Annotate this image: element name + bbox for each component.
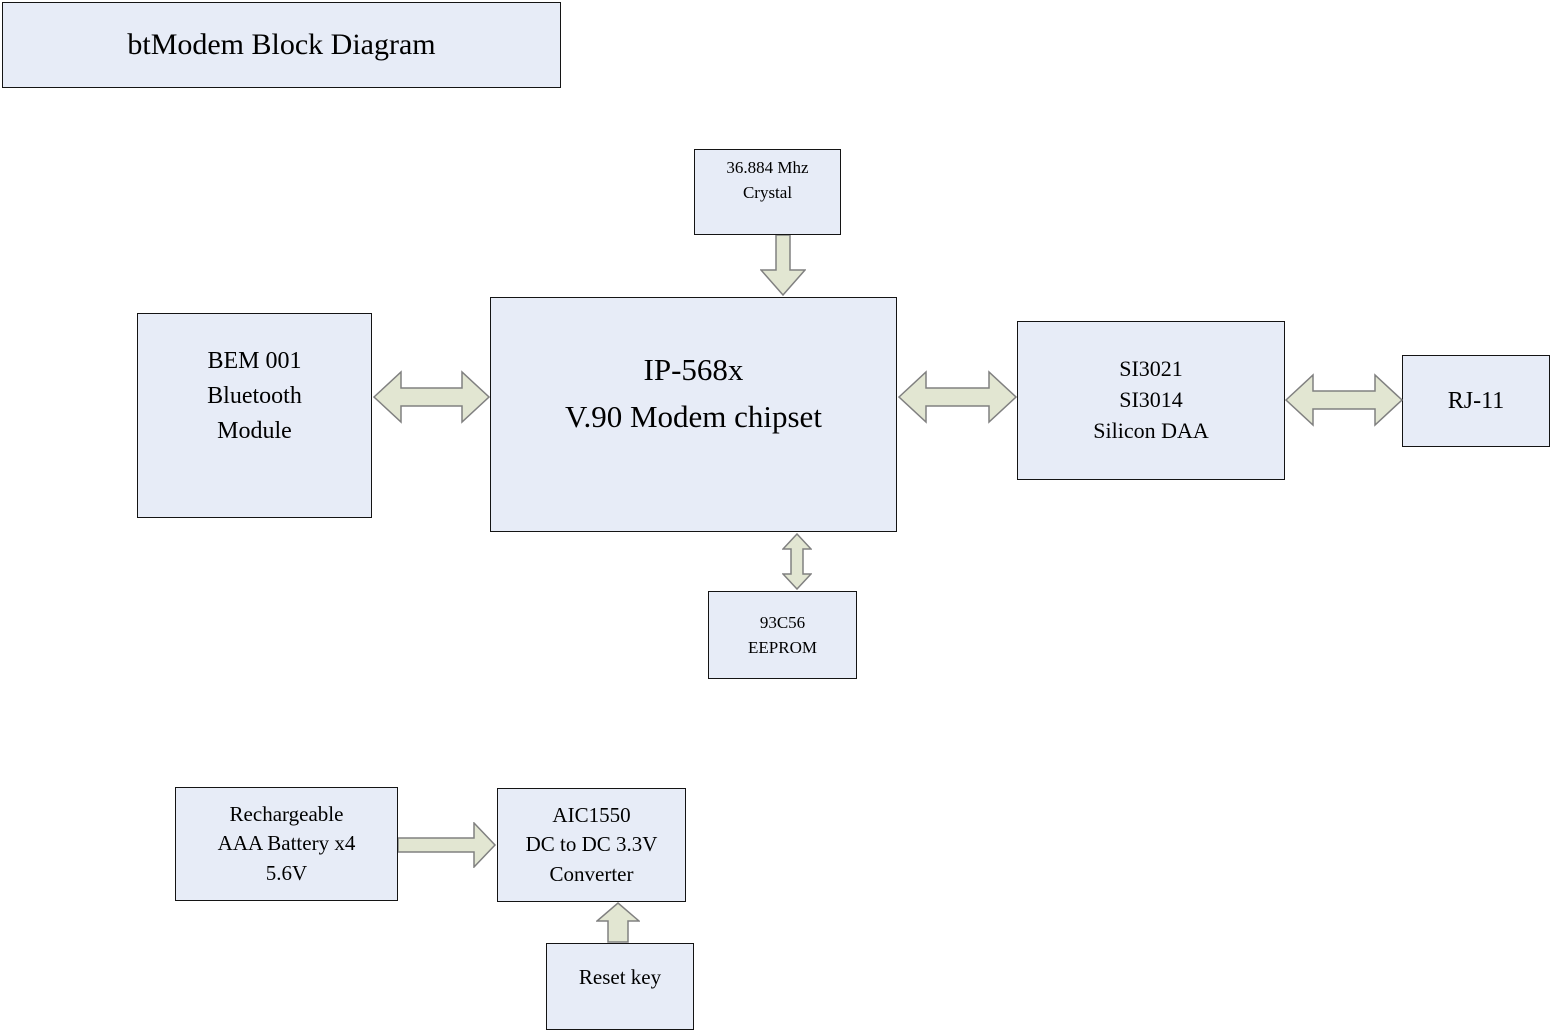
arrow-double-daa-rj11-icon — [1285, 373, 1403, 427]
node-crystal-label: 36.884 Mhz Crystal — [726, 158, 809, 202]
node-eeprom-label: 93C56 EEPROM — [748, 612, 817, 658]
node-bluetooth-module-label: BEM 001 Bluetooth Module — [207, 348, 302, 444]
node-modem-chipset: IP-568x V.90 Modem chipset — [490, 297, 897, 532]
node-bluetooth-module: BEM 001 Bluetooth Module — [137, 313, 372, 518]
node-reset-key-label: Reset key — [578, 965, 662, 990]
node-battery: Rechargeable AAA Battery x4 5.6V — [175, 787, 398, 901]
arrow-up-reset-to-converter-icon — [596, 902, 640, 943]
node-dc-converter: AIC1550 DC to DC 3.3V Converter — [497, 788, 686, 902]
node-battery-label: Rechargeable AAA Battery x4 5.6V — [217, 801, 356, 885]
node-eeprom: 93C56 EEPROM — [708, 591, 857, 679]
diagram-title-box: btModem Block Diagram — [2, 2, 561, 88]
node-reset-key: Reset key — [546, 943, 694, 1030]
node-silicon-daa: SI3021 SI3014 Silicon DAA — [1017, 321, 1285, 480]
node-silicon-daa-label: SI3021 SI3014 Silicon DAA — [1093, 356, 1209, 443]
node-crystal: 36.884 Mhz Crystal — [694, 149, 841, 235]
arrow-right-battery-to-converter-icon — [398, 822, 497, 868]
diagram-title: btModem Block Diagram — [127, 28, 436, 62]
arrow-down-crystal-to-modem-icon — [760, 235, 806, 297]
node-rj11: RJ-11 — [1402, 355, 1550, 447]
node-modem-chipset-label: IP-568x V.90 Modem chipset — [565, 352, 822, 434]
node-dc-converter-label: AIC1550 DC to DC 3.3V Converter — [525, 802, 658, 886]
node-rj11-label: RJ-11 — [1447, 387, 1505, 414]
arrow-double-modem-daa-icon — [898, 370, 1017, 424]
arrow-double-modem-eeprom-icon — [782, 533, 812, 590]
arrow-double-bluetooth-modem-icon — [373, 370, 490, 424]
